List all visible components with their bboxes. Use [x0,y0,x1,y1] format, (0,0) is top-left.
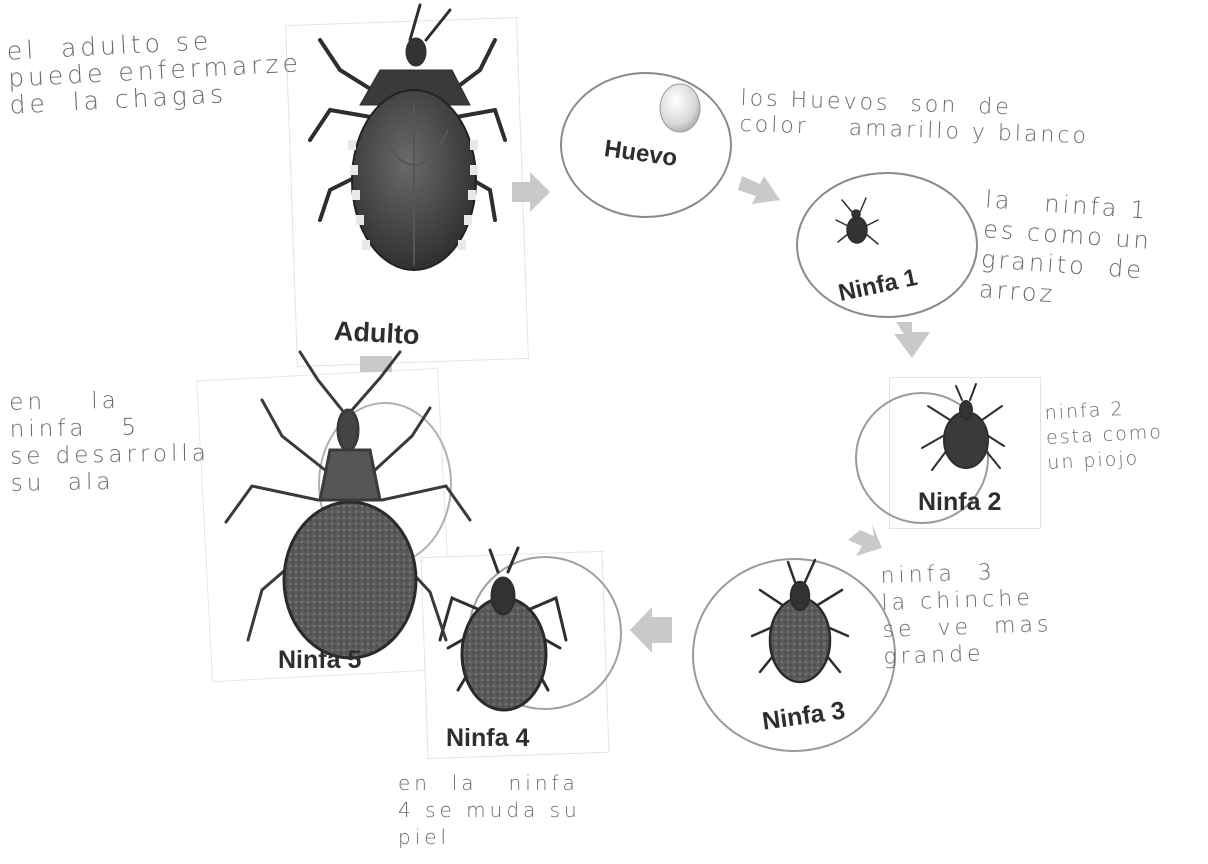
note-ninfa5: en la ninfa 5 se desarrolla su ala [9,386,210,497]
note-ninfa2: ninfa 2 esta como un piojo [1044,395,1165,476]
note-ninfa3: ninfa 3 la chinche se ve mas grande [880,557,1054,671]
nymph3-bug-icon [752,560,848,682]
nymph4-bug-icon [440,548,566,710]
arrow-ninfa2-to-ninfa3 [848,524,882,556]
egg-icon [660,84,700,132]
arrow-ninfa3-to-ninfa4 [630,607,672,653]
arrow-huevo-to-ninfa1 [738,176,780,204]
nymph5-bug-icon [226,352,470,658]
arrow-ninfa1-to-ninfa2 [894,322,930,358]
adult-bug-icon [310,5,505,270]
note-adulto: el adulto se puede enfermarze de la chag… [6,22,304,118]
nymph2-bug-icon [922,384,1004,470]
arrow-adulto-to-huevo [512,172,550,212]
nymph1-bug-icon [836,198,878,244]
stage-label-ninfa2: Ninfa 2 [918,488,1001,517]
note-ninfa1: la ninfa 1 es como un granito de arroz [978,184,1155,315]
stage-label-adulto: Adulto [333,316,420,351]
note-ninfa4: en la ninfa 4 se muda su piel [398,770,581,851]
stage-label-ninfa4: Ninfa 4 [446,724,529,753]
stage-label-ninfa5: Ninfa 5 [278,646,361,675]
